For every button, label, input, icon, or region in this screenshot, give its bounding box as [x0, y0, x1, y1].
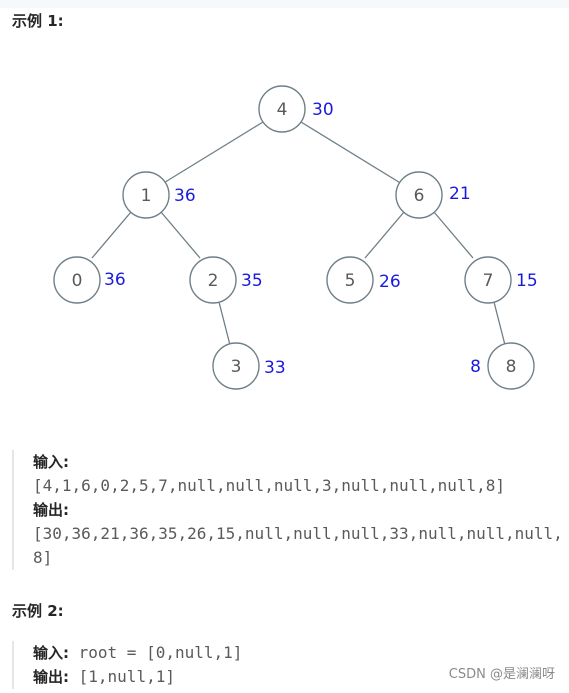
example-1-output-value: [30,36,21,36,35,26,15,null,null,null,33,…: [33, 524, 563, 567]
edge-6-5: [364, 211, 405, 259]
node-value-8: 8: [506, 357, 517, 377]
tree-node-7: [464, 256, 512, 304]
node-sum-8: 8: [470, 357, 481, 377]
tree-node-1: [122, 171, 170, 219]
node-sum-0: 36: [104, 270, 126, 290]
node-value-0: 0: [72, 271, 83, 291]
example-2-output-label: 输出:: [33, 668, 69, 686]
node-sum-3: 33: [264, 358, 286, 378]
node-value-5: 5: [345, 271, 356, 291]
example-2-input-label: 输入:: [33, 644, 69, 662]
example-2-input-line: 输入: root = [0,null,1]: [33, 641, 569, 665]
node-sum-4: 30: [312, 100, 334, 120]
example-1-output-label: 输出:: [33, 501, 69, 519]
edge-2-3: [218, 301, 231, 346]
node-value-1: 1: [141, 186, 152, 206]
example-1-input-value: [4,1,6,0,2,5,7,null,null,null,3,null,nul…: [33, 476, 506, 495]
example-1-input-label: 输入:: [33, 453, 69, 471]
node-value-2: 2: [208, 271, 219, 291]
node-sum-6: 21: [449, 184, 471, 204]
csdn-watermark: CSDN @是澜澜呀: [448, 667, 555, 682]
example-2-output-line: 输出: [1,null,1]: [33, 665, 569, 689]
edge-6-7: [433, 211, 474, 259]
edge-1-0: [91, 211, 132, 259]
tree-node-8: [487, 342, 535, 390]
tree-node-0: [53, 256, 101, 304]
binary-tree-diagram: 4 30 1 36 6 21 0 36 2 35 5 26 7 15 3 33 …: [53, 85, 538, 390]
edge-4-1: [161, 121, 264, 185]
example-2-io-block: 输入: root = [0,null,1] 输出: [1,null,1]: [12, 641, 569, 689]
tree-node-3: [212, 342, 260, 390]
edge-7-8: [493, 301, 506, 346]
top-band: [0, 0, 569, 8]
node-sum-1: 36: [174, 186, 196, 206]
example-1-heading: 示例 1:: [12, 12, 64, 30]
edge-4-6: [300, 121, 403, 185]
example-2-heading: 示例 2:: [12, 602, 64, 620]
node-sum-5: 26: [379, 272, 401, 292]
example-2-input-value: root = [0,null,1]: [78, 643, 243, 662]
tree-node-6: [395, 171, 443, 219]
node-value-6: 6: [414, 186, 425, 206]
node-sum-7: 15: [516, 271, 538, 291]
tree-node-5: [326, 256, 374, 304]
node-value-3: 3: [231, 357, 242, 377]
example-1-io-block: 输入: [4,1,6,0,2,5,7,null,null,null,3,null…: [12, 450, 569, 570]
tree-node-2: [189, 256, 237, 304]
node-sum-2: 35: [241, 271, 263, 291]
edge-1-2: [160, 211, 201, 259]
node-value-7: 7: [483, 271, 494, 291]
example-2-output-value: [1,null,1]: [78, 667, 175, 686]
node-value-4: 4: [277, 100, 288, 120]
tree-node-4: [258, 85, 306, 133]
